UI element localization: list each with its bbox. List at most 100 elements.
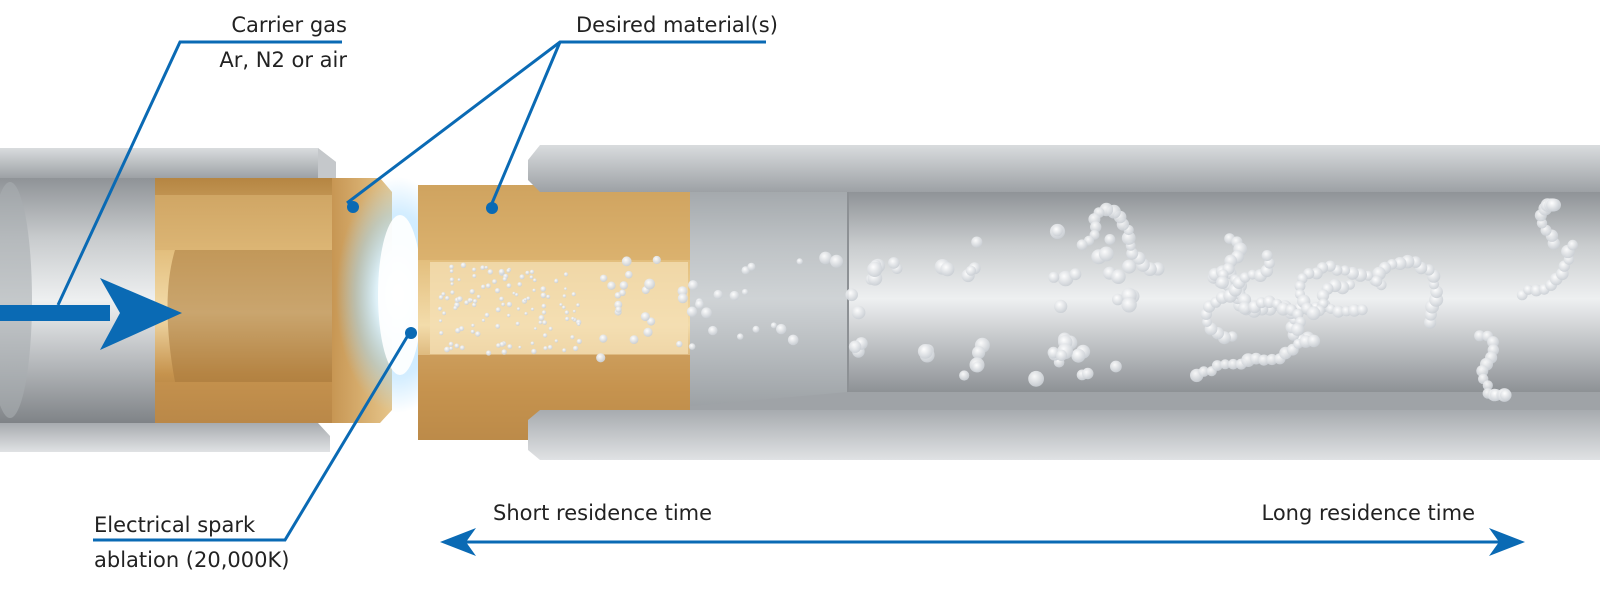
spark-dot bbox=[405, 327, 417, 339]
particle bbox=[540, 292, 547, 299]
particle bbox=[695, 299, 704, 309]
particle bbox=[541, 303, 547, 309]
particle bbox=[741, 288, 749, 296]
particle bbox=[1306, 306, 1321, 321]
particle bbox=[1266, 353, 1278, 366]
particle bbox=[530, 341, 535, 346]
particle bbox=[776, 323, 787, 335]
particle bbox=[1090, 221, 1102, 233]
particle bbox=[529, 275, 534, 280]
particle bbox=[457, 296, 463, 302]
particle bbox=[449, 264, 454, 270]
particle bbox=[1126, 247, 1139, 260]
particle bbox=[615, 306, 622, 313]
particle bbox=[571, 316, 575, 321]
particle bbox=[526, 296, 531, 301]
particle bbox=[1487, 336, 1499, 348]
particle bbox=[1121, 231, 1136, 245]
particle bbox=[965, 265, 977, 276]
particle bbox=[486, 350, 492, 356]
particle bbox=[676, 340, 683, 348]
particle bbox=[1261, 250, 1273, 261]
spark-label-line1: Electrical spark bbox=[94, 513, 256, 537]
particle bbox=[487, 269, 493, 275]
particle bbox=[564, 287, 567, 291]
particle bbox=[457, 278, 461, 282]
particle bbox=[472, 302, 477, 308]
particle bbox=[796, 258, 803, 265]
particle bbox=[472, 299, 478, 304]
particle bbox=[1371, 275, 1383, 287]
particle bbox=[542, 333, 548, 338]
material-leader-2 bbox=[488, 41, 562, 209]
particle bbox=[471, 323, 475, 328]
particle bbox=[1307, 334, 1321, 348]
particle bbox=[1294, 280, 1306, 292]
particle bbox=[548, 326, 553, 331]
particle bbox=[507, 344, 513, 349]
particle bbox=[629, 335, 639, 344]
particle bbox=[481, 318, 485, 322]
spark-label-line2: ablation (20,000K) bbox=[94, 548, 290, 572]
particle bbox=[496, 343, 501, 348]
particle bbox=[747, 262, 756, 271]
particle bbox=[450, 282, 454, 286]
particle bbox=[1055, 349, 1068, 361]
particle bbox=[1291, 322, 1305, 336]
particle bbox=[495, 323, 501, 329]
particle bbox=[917, 344, 933, 359]
particle bbox=[481, 284, 486, 289]
particle bbox=[867, 261, 883, 277]
particle bbox=[438, 295, 444, 300]
gas-flow-arrow bbox=[0, 278, 182, 350]
particle bbox=[449, 277, 455, 282]
particle bbox=[599, 334, 608, 343]
carrier-gas-leader bbox=[56, 40, 342, 306]
particle bbox=[577, 322, 581, 326]
particle bbox=[643, 327, 653, 337]
particle bbox=[518, 345, 522, 349]
particle bbox=[1076, 239, 1088, 251]
particle bbox=[688, 343, 696, 350]
long-residence-label: Long residence time bbox=[1261, 501, 1475, 525]
particle bbox=[845, 288, 858, 302]
particle bbox=[972, 361, 983, 373]
particle bbox=[533, 278, 537, 283]
particle bbox=[644, 278, 655, 290]
particle bbox=[571, 292, 576, 297]
particle bbox=[1393, 257, 1407, 270]
particle bbox=[614, 300, 623, 309]
particle bbox=[619, 289, 626, 297]
particle bbox=[1310, 267, 1323, 280]
particle bbox=[559, 303, 563, 307]
particle bbox=[1071, 348, 1086, 363]
particle-field bbox=[437, 198, 1578, 402]
particle bbox=[519, 274, 525, 280]
particle bbox=[688, 280, 698, 291]
particle bbox=[576, 338, 582, 344]
particle bbox=[492, 279, 497, 284]
particle bbox=[444, 346, 450, 353]
particle bbox=[472, 274, 477, 278]
particle bbox=[1500, 389, 1512, 401]
particle bbox=[563, 272, 569, 277]
particle bbox=[542, 320, 547, 325]
particle bbox=[470, 329, 475, 334]
particle bbox=[464, 300, 469, 306]
particle bbox=[512, 291, 516, 295]
particle bbox=[888, 257, 900, 269]
particle bbox=[607, 281, 616, 290]
particle bbox=[652, 255, 661, 265]
particle bbox=[547, 345, 553, 350]
material-dot-left bbox=[347, 201, 359, 213]
particle bbox=[562, 294, 567, 298]
particle bbox=[1111, 269, 1126, 285]
particle bbox=[677, 293, 688, 304]
particle bbox=[737, 333, 744, 340]
particle bbox=[449, 269, 454, 274]
particle bbox=[1476, 365, 1489, 377]
particle bbox=[517, 282, 522, 287]
particle bbox=[1051, 225, 1063, 237]
particle bbox=[562, 348, 567, 353]
